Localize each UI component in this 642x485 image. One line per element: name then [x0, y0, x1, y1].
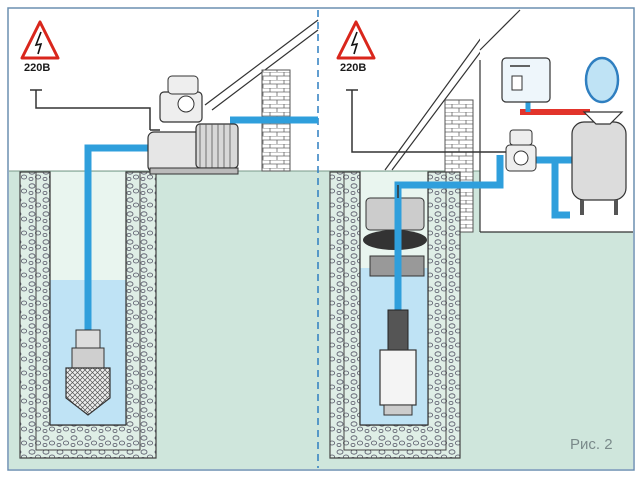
mirror-icon	[584, 56, 620, 104]
voltage-label-left: 220В	[24, 62, 51, 74]
roof-left	[204, 19, 319, 106]
pressure-switch-icon	[159, 75, 203, 123]
high-voltage-icon	[336, 20, 376, 60]
riser-pipe	[394, 155, 504, 310]
high-voltage-icon	[20, 20, 60, 60]
suction-pipe	[84, 144, 150, 330]
power-cable-right	[351, 90, 506, 153]
surface-pump-icon	[147, 123, 239, 175]
foot-valve-strainer	[65, 329, 111, 416]
tank-pipe	[520, 156, 570, 219]
water-heater-icon	[501, 57, 551, 103]
pressure-switch-icon	[505, 129, 537, 172]
submersible-pump-icon	[379, 309, 417, 416]
voltage-label-right: 220В	[340, 62, 367, 74]
power-cable-left	[35, 90, 160, 131]
figure-caption: Рис. 2	[570, 436, 613, 453]
sink-icon	[582, 111, 624, 125]
